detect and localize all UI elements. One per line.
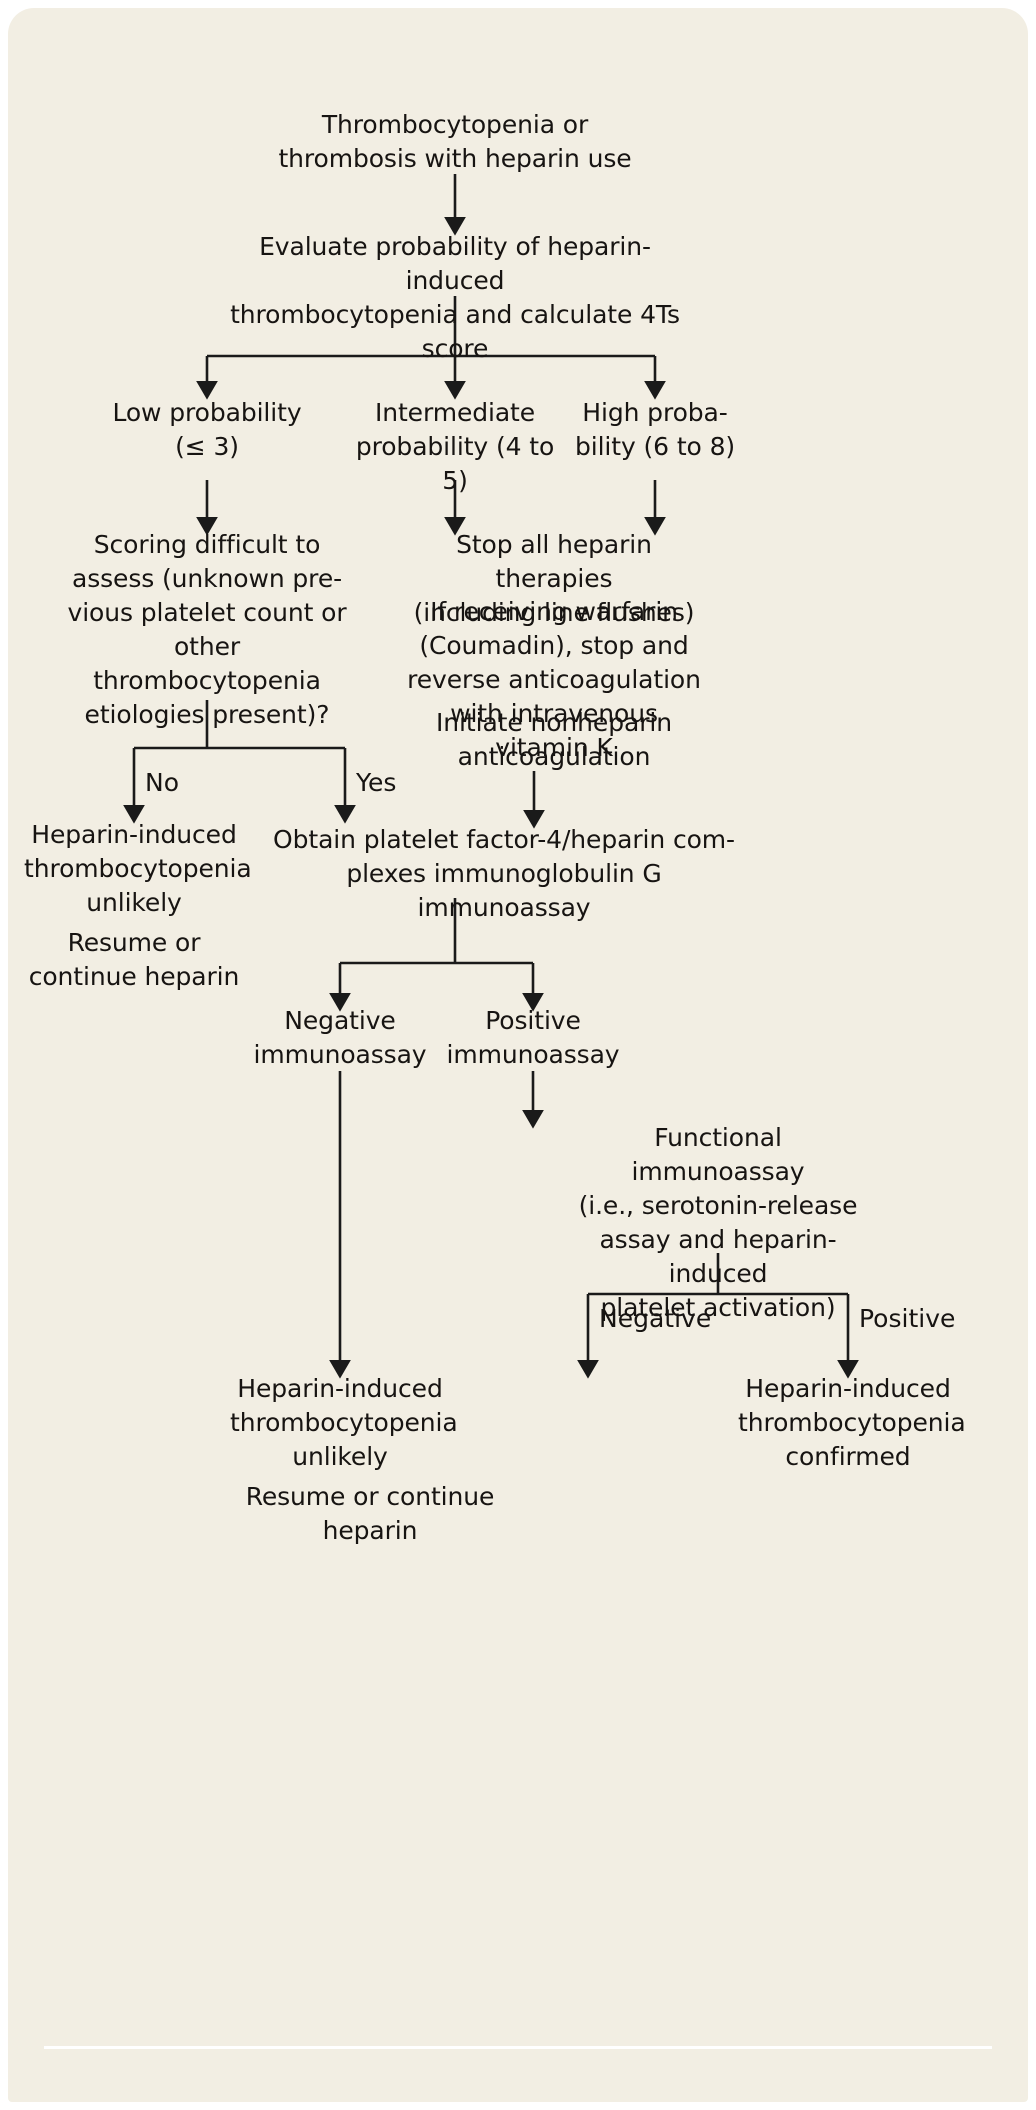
edge-label-yes: Yes [356, 768, 397, 797]
node-hit-confirmed: Heparin-induced thrombocytopenia confirm… [738, 1374, 966, 1471]
edge-label-functional-positive: Positive [859, 1304, 956, 1333]
node-resume-left: Resume or continue heparin [28, 928, 240, 991]
edge-label-functional-negative: Negative [599, 1304, 712, 1333]
node-obtain-pf4: Obtain platelet factor-4/heparin com- pl… [273, 825, 735, 922]
node-resume-bottom: Resume or continue heparin [245, 1482, 495, 1545]
node-intermediate-probability: Intermediate probability (4 to 5) [355, 398, 555, 495]
node-hit-unlikely-left: Heparin-induced thrombocytopenia unlikel… [24, 820, 252, 917]
bottom-divider [44, 2046, 992, 2049]
node-negative-immunoassay: Negative immunoassay [253, 1006, 427, 1069]
node-stop-heparin: Stop all heparin therapies (including li… [413, 530, 695, 627]
node-functional-immunoassay: Functional immunoassay (i.e., serotonin-… [578, 1123, 858, 1322]
node-high-probability: High proba- bility (6 to 8) [574, 398, 736, 461]
node-initiate-nonheparin: Initiate nonheparin anticoagulation [436, 708, 672, 771]
edge-label-no: No [145, 768, 179, 797]
figure-card: Thrombocytopenia or thrombosis with hepa… [8, 8, 1028, 2102]
node-low-probability: Low probability (≤ 3) [112, 398, 302, 461]
node-scoring-difficult: Scoring difficult to assess (unknown pre… [67, 530, 347, 729]
node-warfarin-reversal: If receiving warfarin (Coumadin), stop a… [407, 597, 701, 762]
node-hit-unlikely-bottom: Heparin-induced thrombocytopenia unlikel… [230, 1374, 458, 1471]
node-start: Thrombocytopenia or thrombosis with hepa… [278, 110, 632, 173]
node-positive-immunoassay: Positive immunoassay [446, 1006, 620, 1069]
node-evaluate: Evaluate probability of heparin-induced … [230, 232, 680, 363]
flowchart-connectors [123, 174, 859, 1379]
